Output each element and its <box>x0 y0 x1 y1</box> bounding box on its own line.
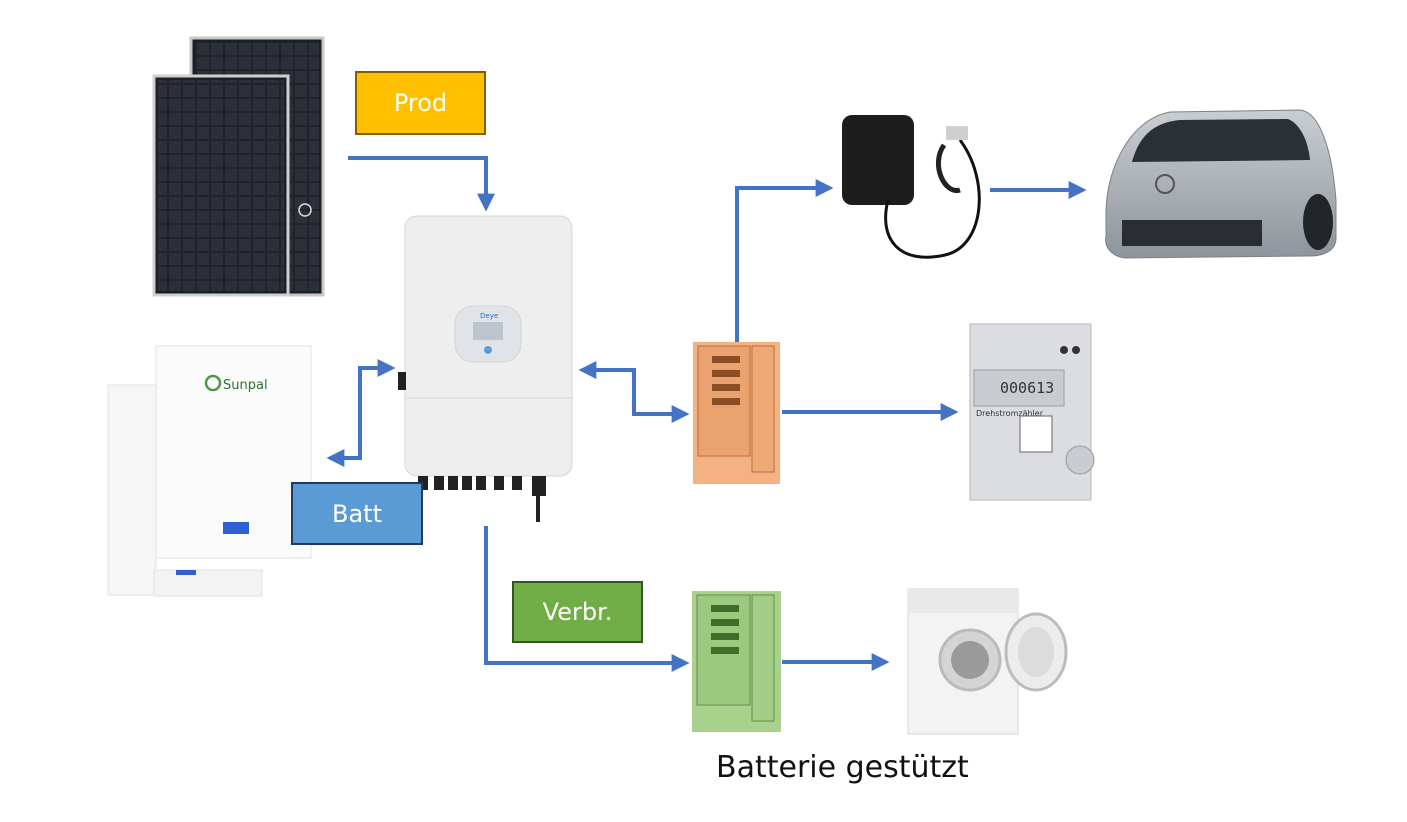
arrow-inverter-cabinet <box>578 361 690 423</box>
battery-brand: Sunpal <box>223 378 268 393</box>
arrow-inverter-to-consumer <box>484 526 690 672</box>
arrow-battery-inverter <box>326 359 396 467</box>
flow-arrows <box>326 156 1087 672</box>
verbr-label: Verbr. <box>512 581 643 643</box>
ev-car-icon <box>1105 109 1337 259</box>
electricity-meter-icon: 000613 Drehstromzähler <box>969 323 1095 501</box>
solar-panel-icon <box>152 36 325 297</box>
batt-label: Batt <box>291 482 423 545</box>
washing-machine-icon <box>907 588 1068 735</box>
distribution-cabinet-icon <box>693 342 780 484</box>
inverter-icon: Deye <box>398 215 573 522</box>
meter-title: Drehstromzähler <box>976 409 1044 418</box>
meter-reading: 000613 <box>1000 379 1054 397</box>
distribution-cabinet-icon <box>692 591 781 732</box>
battery-icon: Sunpal <box>107 345 312 597</box>
caption: Batterie gestützt <box>716 750 969 785</box>
inverter-brand: Deye <box>480 312 498 320</box>
arrow-cabinet-to-wallbox <box>735 179 834 342</box>
prod-label: Prod <box>355 71 486 135</box>
arrow-prod-to-inverter <box>348 156 495 212</box>
wallbox-icon <box>842 115 981 259</box>
